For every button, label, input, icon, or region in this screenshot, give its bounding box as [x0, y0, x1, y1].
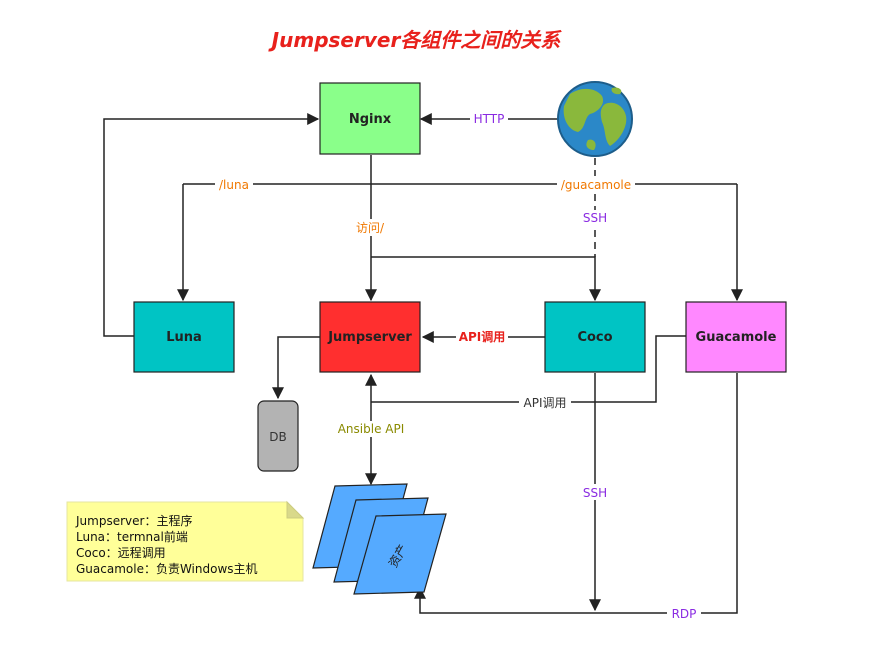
node-jumpserver[interactable] — [319, 301, 421, 373]
node-luna[interactable] — [133, 301, 235, 373]
diagram-title: Jumpserver各组件之间的关系 — [268, 28, 563, 52]
label-guacamole-path: /guacamole — [561, 178, 631, 192]
node-nginx[interactable] — [319, 82, 421, 155]
node-assets[interactable]: 资产 — [312, 483, 447, 595]
assets-sheet-front — [353, 513, 447, 595]
node-db-label: DB — [269, 430, 286, 444]
edge-luna-to-nginx — [103, 113, 320, 337]
label-api-guacamole: API调用 — [524, 396, 567, 410]
legend-line-2: Luna：termnal前端 — [76, 529, 188, 544]
label-ssh-top: SSH — [583, 211, 607, 225]
label-ssh-bottom: SSH — [583, 486, 607, 500]
node-luna-label: Luna — [166, 330, 202, 345]
legend-line-1: Jumpserver：主程序 — [75, 513, 192, 528]
node-guacamole-label: Guacamole — [696, 330, 777, 345]
node-coco[interactable] — [544, 301, 646, 373]
edge-api-guacamole — [371, 335, 686, 403]
label-rdp: RDP — [672, 607, 697, 621]
label-ansible: Ansible API — [338, 422, 405, 436]
node-guacamole[interactable] — [685, 301, 787, 373]
label-api-coco: API调用 — [459, 330, 506, 344]
node-nginx-label: Nginx — [349, 112, 392, 127]
edge-branch-coco — [371, 256, 601, 302]
legend-line-4: Guacamole：负责Windows主机 — [76, 562, 258, 576]
globe-icon — [557, 81, 633, 157]
legend-line-3: Coco：远程调用 — [76, 545, 166, 560]
label-http: HTTP — [474, 112, 505, 126]
legend-note: Jumpserver：主程序 Luna：termnal前端 Coco：远程调用 … — [66, 500, 305, 582]
node-coco-label: Coco — [577, 330, 612, 345]
edge-rdp — [414, 373, 738, 614]
node-jumpserver-label: Jumpserver — [327, 330, 412, 345]
label-luna-path: /luna — [219, 178, 249, 192]
edge-db — [272, 336, 320, 400]
node-db[interactable] — [257, 400, 299, 472]
label-visit: 访问/ — [356, 221, 385, 235]
